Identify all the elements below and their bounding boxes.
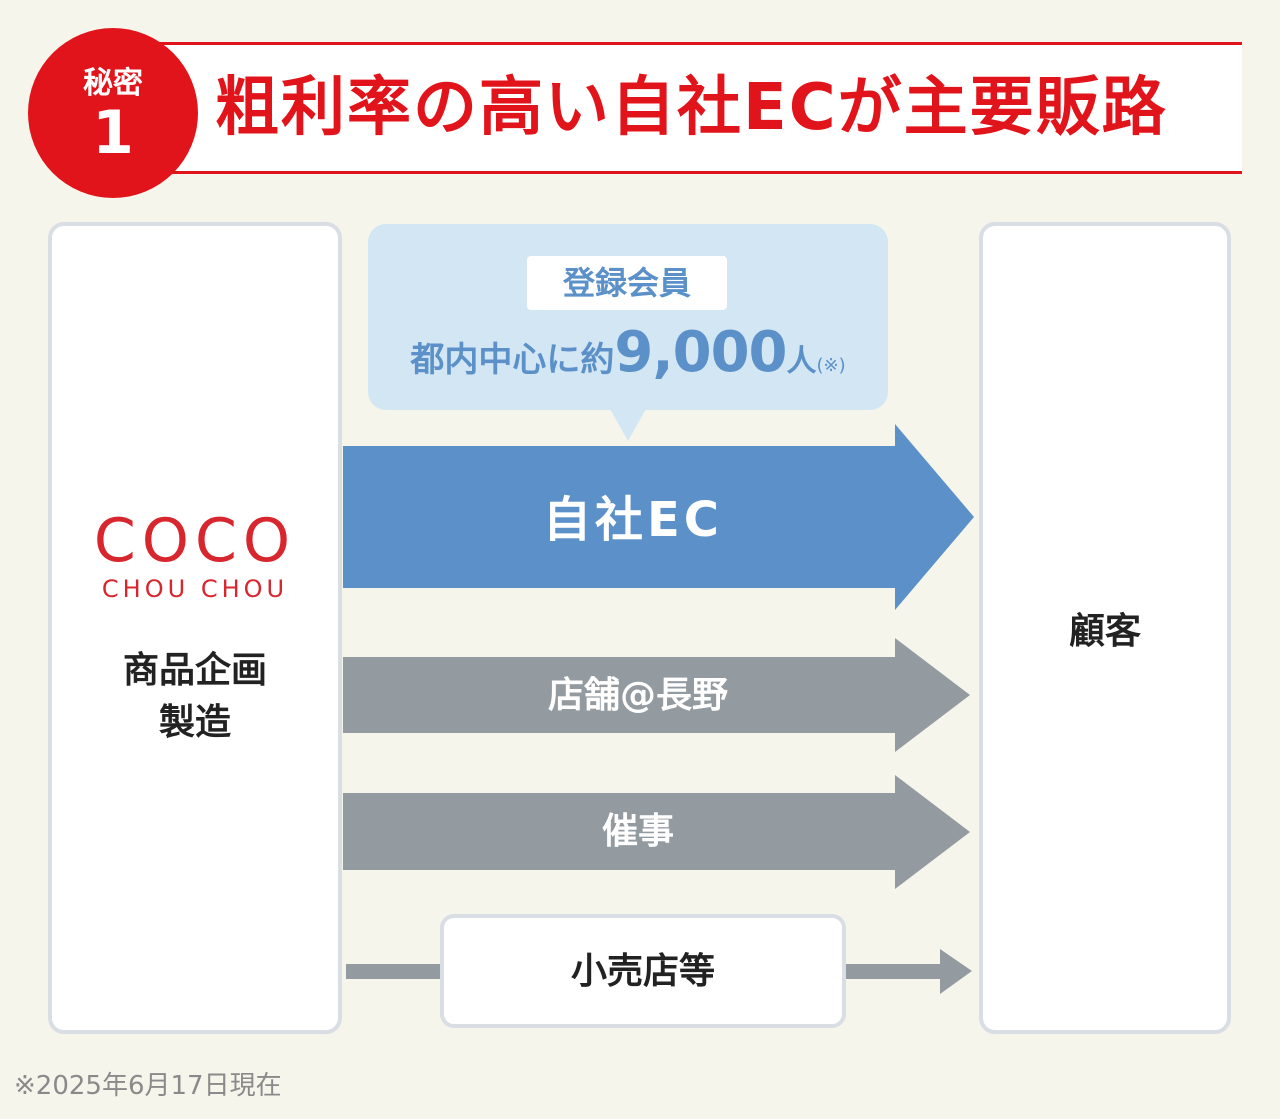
member-count-line: 都内中心に約9,000人(※) bbox=[368, 318, 888, 401]
customer-box bbox=[979, 222, 1231, 1034]
brand-logo-sub: CHOU CHOU bbox=[101, 575, 289, 603]
member-callout bbox=[368, 224, 888, 410]
badge-number: 1 bbox=[92, 98, 134, 168]
member-count-unit: 人 bbox=[786, 344, 817, 379]
ec-label: 自社EC bbox=[542, 492, 724, 548]
member-count-prefix: 都内中心に約 bbox=[410, 340, 615, 380]
event-arrow bbox=[343, 775, 970, 889]
badge-label: 秘密 bbox=[83, 66, 143, 101]
retail-box bbox=[440, 914, 846, 1028]
maker-label-line2: 製造 bbox=[158, 702, 231, 743]
store-label: 店舗@長野 bbox=[547, 675, 728, 716]
member-count-number: 9,000 bbox=[614, 320, 787, 385]
maker-label: 商品企画 製造 bbox=[48, 645, 342, 749]
retail-line-left bbox=[346, 964, 442, 979]
title-bar bbox=[140, 42, 1242, 174]
callout-tail bbox=[610, 409, 646, 441]
store-arrow bbox=[343, 638, 970, 752]
brand-logo-main: COCO bbox=[93, 506, 297, 576]
customer-label: 顧客 bbox=[1068, 611, 1141, 652]
maker-box bbox=[48, 222, 342, 1034]
member-count-note: (※) bbox=[816, 355, 846, 376]
page-title: 粗利率の高い自社ECが主要販路 bbox=[215, 71, 1168, 145]
secret-badge: 秘密 1 bbox=[28, 28, 198, 198]
event-label: 催事 bbox=[601, 811, 674, 852]
member-tag: 登録会員 bbox=[527, 256, 727, 310]
ec-arrow bbox=[343, 424, 974, 610]
retail-label: 小売店等 bbox=[570, 951, 715, 992]
footnote: ※2025年6月17日現在 bbox=[14, 1071, 282, 1101]
maker-label-line1: 商品企画 bbox=[122, 650, 267, 691]
retail-arrow-right bbox=[846, 949, 972, 994]
